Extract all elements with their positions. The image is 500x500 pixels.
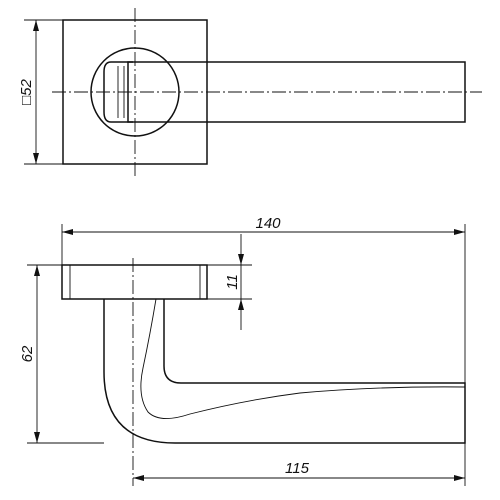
height-dimension: 62 [19, 264, 104, 444]
height-arrow-top [34, 265, 40, 276]
thickness-arrow-top [238, 254, 244, 265]
rosette-thickness-dimension: 11 [207, 234, 252, 330]
length-arrow-left [62, 229, 73, 235]
side-view: 140 11 62 115 [19, 215, 466, 486]
overall-length-dimension: 140 [61, 215, 466, 383]
rosette-plate-side [61, 264, 208, 300]
handle-lever-side-outline [103, 299, 466, 444]
top-view: □52 [18, 8, 482, 176]
overall-length-label: 140 [255, 215, 281, 232]
height-arrow-bottom [34, 432, 40, 443]
projection-dimension: 115 [133, 443, 466, 486]
rosette-size-dimension: □52 [18, 19, 63, 165]
projection-arrow-left [133, 475, 144, 481]
rosette-arrow-top [33, 20, 39, 31]
thickness-arrow-bottom [238, 299, 244, 310]
length-arrow-right [454, 229, 465, 235]
thickness-label: 11 [224, 274, 241, 290]
rosette-size-label: □52 [18, 78, 35, 104]
rosette-arrow-bottom [33, 153, 39, 164]
height-label: 62 [19, 345, 36, 362]
projection-arrow-right [454, 475, 465, 481]
projection-label: 115 [285, 460, 310, 477]
handle-lever-edge-curve [140, 298, 466, 419]
